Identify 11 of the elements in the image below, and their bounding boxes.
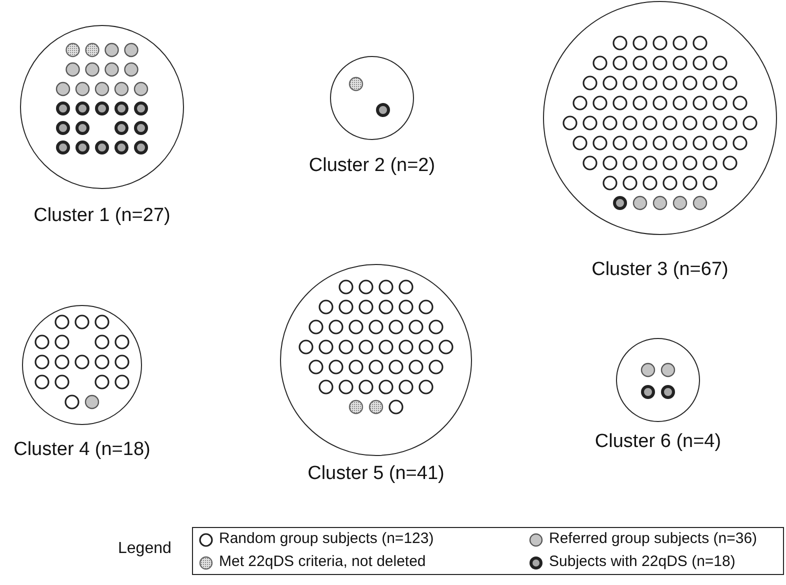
legend-text: Random group subjects (n=123) (219, 529, 434, 550)
cluster-label: Cluster 3 (n=67) (592, 258, 728, 282)
cluster-label: Cluster 6 (n=4) (594, 430, 722, 454)
cluster-label: Cluster 1 (n=27) (34, 204, 170, 228)
legend-text: Subjects with 22qDS (n=18) (549, 552, 736, 572)
cluster-label: Cluster 2 (n=2) (308, 154, 436, 178)
cluster-label: Cluster 5 (n=41) (308, 462, 444, 486)
legend-text: Referred group subjects (n=36) (549, 529, 758, 550)
cluster-label: Cluster 4 (n=18) (14, 438, 150, 462)
legend-title: Legend (118, 539, 172, 559)
legend-text: Met 22qDS criteria, not deleted (219, 552, 426, 572)
